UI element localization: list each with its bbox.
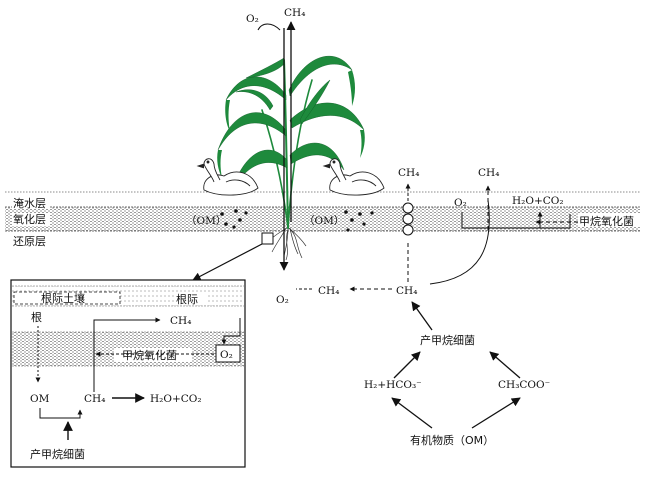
oxidized-layer-label: 氧化层 — [13, 212, 46, 226]
production-pathway: CH₄ CH₄ 产甲烷细菌 H₂+HCO₃⁻ CH₃COO⁻ 有机物质（OM） — [296, 285, 550, 447]
inset-root-label: 根 — [31, 310, 42, 324]
ch4-top-label: CH₄ — [284, 7, 305, 19]
acetate-label: CH₃COO⁻ — [498, 379, 550, 391]
inset-h2o-co2-label: H₂O+CO₂ — [150, 393, 202, 405]
soil-layers — [5, 191, 640, 232]
o2-surface-label: O₂ — [454, 197, 467, 209]
rice-plant — [217, 55, 365, 261]
inset-ch4-label: CH₄ — [84, 393, 105, 405]
inset-rhizosphere-label: 根际 — [176, 292, 198, 306]
h2o-co2-surface-label: H₂O+CO₂ — [512, 195, 564, 207]
ch4-diffuse-label: CH₄ — [478, 167, 499, 179]
methanotroph-surface-label: 甲烷氧化菌 — [579, 214, 634, 228]
om-left-label: （OM） — [186, 215, 226, 227]
plant-roots — [269, 227, 307, 261]
rhizosphere-marker — [261, 232, 274, 245]
h2-hco3-label: H₂+HCO₃⁻ — [364, 379, 422, 391]
duck-left — [196, 158, 259, 196]
rhizosphere-inset: 根际土壤 根际 根 CH₄ 甲烷氧化菌 O₂ OM CH₄ H₂O+CO₂ 产甲… — [10, 279, 246, 468]
ebullition: CH₄ — [398, 167, 419, 282]
inset-methanogen-label: 产甲烷细菌 — [30, 447, 85, 461]
inset-methanotroph-label: 甲烷氧化菌 — [122, 348, 177, 362]
flooded-layer-label: 淹水层 — [13, 197, 46, 210]
methanogen-label: 产甲烷细菌 — [420, 333, 475, 347]
o2-top-label: O₂ — [246, 13, 259, 25]
inset-o2-label: O₂ — [220, 349, 233, 361]
inset-rhizosphere-soil-label: 根际土壤 — [41, 291, 85, 305]
ch4-center-label: CH₄ — [396, 285, 417, 297]
om-right-label: （OM） — [304, 215, 344, 227]
o2-bottom-label: O₂ — [276, 294, 289, 306]
zoom-arrow — [192, 243, 263, 281]
ch4-left-label: CH₄ — [318, 285, 339, 297]
surface-organic-matter: （OM） （OM） — [186, 209, 374, 232]
ch4-bubble-label: CH₄ — [398, 167, 419, 179]
inset-om-label: OM — [30, 393, 50, 405]
surface-oxidation: O₂ H₂O+CO₂ 甲烷氧化菌 — [454, 195, 646, 229]
inset-ch4-up-label: CH₄ — [170, 315, 191, 327]
reduced-layer-label: 还原层 — [13, 235, 46, 248]
diffusion: CH₄ — [429, 167, 499, 285]
duck-right — [322, 158, 385, 196]
organic-matter-label: 有机物质（OM） — [410, 433, 494, 447]
layer-labels: 淹水层 氧化层 还原层 — [12, 197, 50, 248]
plant-gas-arrows: O₂ CH₄ O₂ — [246, 7, 305, 306]
